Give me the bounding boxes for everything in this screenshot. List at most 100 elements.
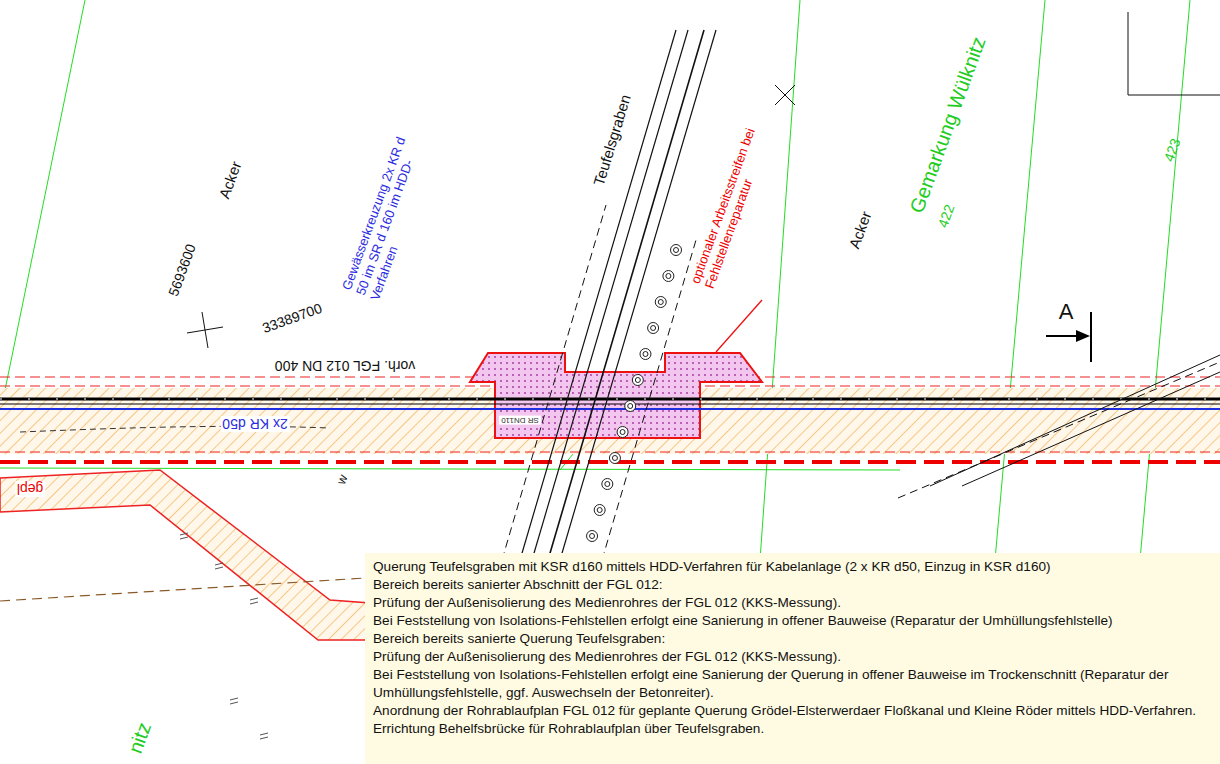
rider-ring bbox=[640, 349, 651, 360]
rider-symbol bbox=[609, 453, 620, 464]
note-line: Bereich bereits sanierter Abschnitt der … bbox=[373, 576, 1214, 594]
parcel-number: 422 bbox=[934, 202, 957, 229]
cable-name: 2x KR d50 bbox=[220, 416, 289, 432]
cable-line bbox=[0, 408, 1220, 410]
ditch bbox=[502, 30, 716, 560]
rider-core bbox=[620, 430, 625, 435]
note-line: Bei Feststellung von Isolations-Fehlstel… bbox=[373, 666, 1214, 702]
rider-symbol bbox=[617, 427, 628, 438]
rider-core bbox=[674, 248, 679, 253]
mark bbox=[230, 698, 238, 704]
section-tick bbox=[1090, 312, 1092, 362]
crossing-note: Gewässerkreuzung 2x KR d 50 im SR d 160 … bbox=[340, 127, 440, 302]
concrete-riders bbox=[587, 245, 682, 542]
rider-ring bbox=[609, 453, 620, 464]
cross-arm bbox=[202, 312, 208, 348]
survey-cross bbox=[187, 85, 795, 348]
parcel-line bbox=[5, 0, 85, 390]
rider-core bbox=[658, 300, 663, 305]
rider-symbol bbox=[632, 375, 643, 386]
rider-core bbox=[628, 404, 633, 409]
section-letter: A bbox=[1059, 299, 1074, 324]
pipelines bbox=[0, 399, 1220, 409]
rider-core bbox=[590, 534, 595, 539]
planned-label: gepl bbox=[15, 481, 45, 497]
leader-line bbox=[716, 300, 762, 352]
district-name: nitz bbox=[124, 719, 156, 756]
rider-symbol bbox=[655, 297, 666, 308]
mark bbox=[250, 598, 258, 604]
cross-arm bbox=[775, 85, 795, 105]
field-name: Acker bbox=[845, 209, 874, 251]
pipe-name: SR DN110 bbox=[499, 415, 541, 424]
parcel-lines bbox=[0, 0, 1190, 560]
pipeline-marks bbox=[0, 399, 1220, 400]
arrow-head bbox=[1076, 330, 1090, 342]
fence-marks bbox=[180, 533, 268, 739]
rider-symbol bbox=[640, 349, 651, 360]
road-lines bbox=[898, 12, 1220, 498]
rider-ring bbox=[602, 479, 613, 490]
note-line: Bereich bereits sanierte Querung Teufels… bbox=[373, 630, 1214, 648]
coordinate: 33389700 bbox=[260, 300, 324, 336]
rider-ring bbox=[617, 427, 628, 438]
cross-arm bbox=[775, 85, 795, 105]
rider-core bbox=[612, 456, 617, 461]
rider-ring bbox=[648, 323, 659, 334]
parcel-line bbox=[0, 468, 900, 470]
note-panel: Querung Teufelsgraben mit KSR d160 mitte… bbox=[365, 553, 1220, 764]
field-name: Acker bbox=[215, 159, 244, 201]
section-arrow bbox=[1046, 335, 1080, 337]
note-line: Prüfung der Außenisolierung des Medienro… bbox=[373, 594, 1214, 612]
rider-core bbox=[605, 482, 610, 487]
ditch-line bbox=[548, 30, 704, 560]
rider-ring bbox=[594, 505, 605, 516]
ditch-line bbox=[560, 30, 716, 560]
ditch-name: Teufelsgraben bbox=[590, 92, 634, 187]
rider-symbol bbox=[663, 271, 674, 282]
brown-dashed-line bbox=[0, 578, 365, 601]
pipeline-edge bbox=[0, 404, 1220, 405]
note-line: Anordnung der Rohrablaufplan FGL 012 für… bbox=[373, 702, 1214, 720]
parcel-line bbox=[1140, 0, 1190, 560]
marker-letter: W bbox=[335, 472, 350, 489]
repair-area bbox=[470, 353, 762, 438]
gas-pipeline bbox=[0, 398, 1220, 401]
rider-symbol bbox=[587, 531, 598, 542]
rider-symbol bbox=[671, 245, 682, 256]
coordinate: 5693600 bbox=[165, 242, 199, 299]
mark bbox=[260, 733, 268, 739]
mark bbox=[180, 533, 188, 539]
rider-core bbox=[651, 326, 656, 331]
rider-core bbox=[666, 274, 671, 279]
rider-core bbox=[597, 508, 602, 513]
rider-ring bbox=[663, 271, 674, 282]
rider-symbol bbox=[594, 505, 605, 516]
rider-symbol bbox=[625, 401, 636, 412]
road-edge bbox=[898, 362, 1220, 498]
parcel-number: 423 bbox=[1160, 136, 1183, 163]
planned-corridor bbox=[0, 470, 370, 640]
ditch-edge bbox=[502, 205, 606, 560]
rider-ring bbox=[632, 375, 643, 386]
mark bbox=[215, 563, 223, 569]
district-name: Gemarkung Wülknitz bbox=[905, 34, 990, 216]
rider-core bbox=[643, 352, 648, 357]
road-line bbox=[962, 372, 1220, 486]
note-line: Prüfung der Außenisolierung des Medienro… bbox=[373, 648, 1214, 666]
repair-note: optionaler Arbeitsstreifen bei Fehlstell… bbox=[689, 119, 776, 291]
rider-core bbox=[635, 378, 640, 383]
note-line: Errichtung Behelfsbrücke für Rohrablaufp… bbox=[373, 720, 1214, 738]
rider-ring bbox=[587, 531, 598, 542]
rider-ring bbox=[655, 297, 666, 308]
ditch-line bbox=[520, 30, 676, 560]
ditch-edge bbox=[602, 240, 696, 560]
parcel-line bbox=[760, 0, 800, 560]
rider-ring bbox=[625, 401, 636, 412]
note-line: Bei Feststellung von Isolations-Fehlstel… bbox=[373, 612, 1214, 630]
pipeline-name: vorh. FGL 012 DN 400 bbox=[273, 358, 417, 374]
parcel-line bbox=[995, 0, 1045, 560]
note-line: Querung Teufelsgraben mit KSR d160 mitte… bbox=[373, 558, 1214, 576]
frame-corner bbox=[1128, 12, 1220, 95]
